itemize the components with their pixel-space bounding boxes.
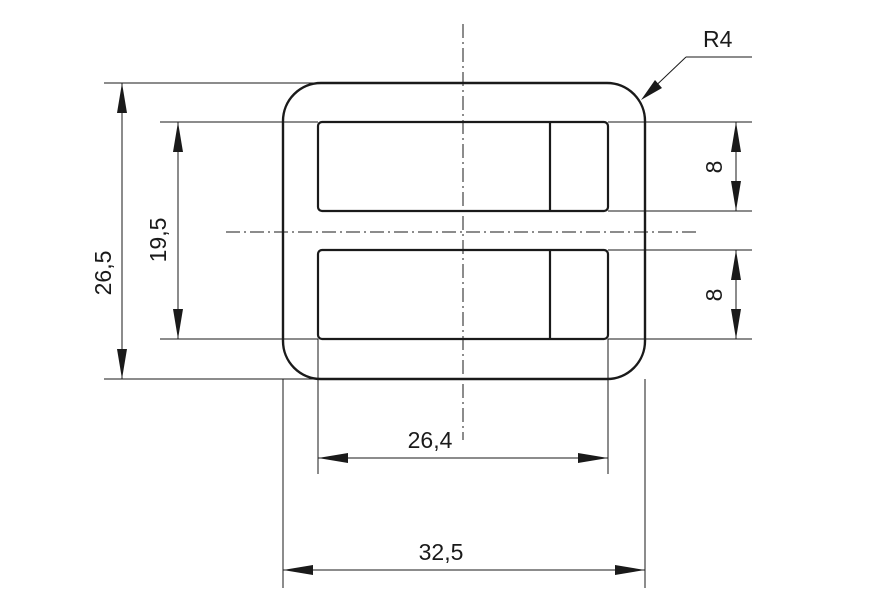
radius-label: R4 (703, 26, 733, 52)
dim-lower-slot-height-label: 8 (701, 289, 727, 302)
dim-slot-width-label: 26,4 (408, 427, 453, 453)
arrowhead (731, 122, 741, 152)
dim-slots-span-label: 19,5 (145, 218, 171, 263)
upper-slot (316, 120, 610, 213)
arrowhead (641, 80, 662, 100)
arrowhead (117, 349, 127, 379)
arrowhead (318, 453, 348, 463)
arrowhead (283, 565, 313, 575)
arrowhead (173, 122, 183, 152)
arrowhead (731, 250, 741, 280)
arrowhead (173, 309, 183, 339)
dim-total-height-label: 26,5 (90, 251, 116, 296)
dim-total-width-label: 32,5 (419, 539, 464, 565)
arrowhead (615, 565, 645, 575)
dim-upper-slot-height-label: 8 (701, 161, 727, 174)
arrowhead (578, 453, 608, 463)
lower-slot (316, 248, 610, 341)
buckle-outer-outline (281, 81, 647, 381)
arrowhead (731, 181, 741, 211)
arrowhead (731, 309, 741, 339)
arrowhead (117, 83, 127, 113)
